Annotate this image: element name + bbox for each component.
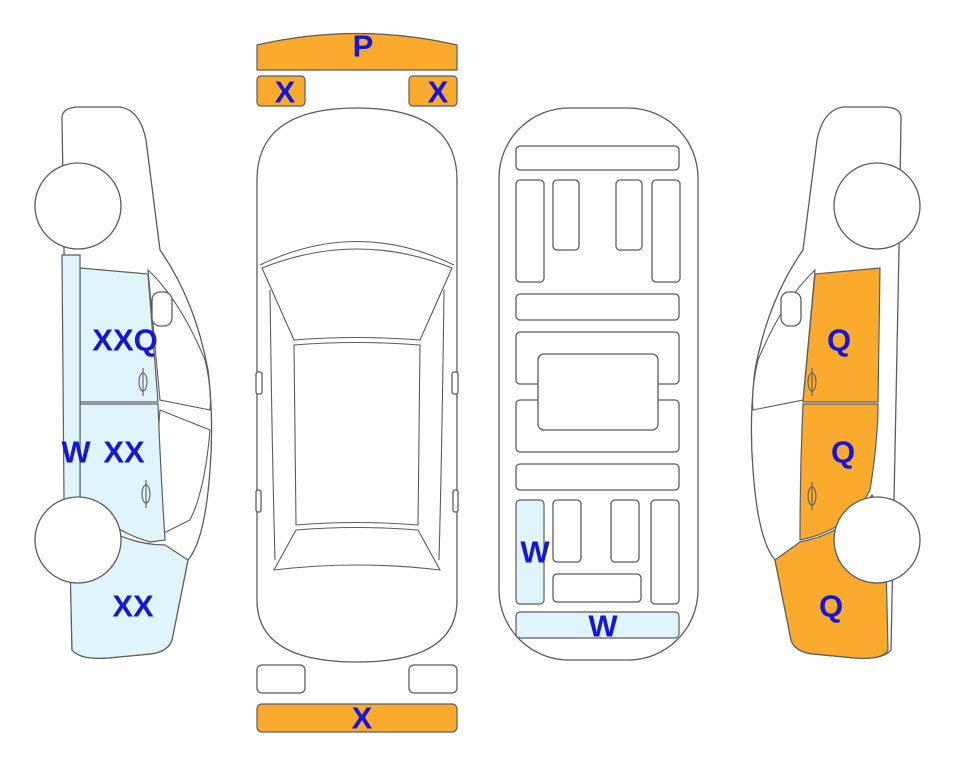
left-rear-handle-icon [141,480,151,508]
floor-front-slot-1 [552,179,580,251]
top-rear-window [273,526,441,571]
right-mirror [780,291,802,327]
left-pillar-label: W [61,435,91,470]
floor-rear-panel [515,611,680,639]
top-left-mirror [255,371,263,395]
left-mirror [151,291,173,327]
left-front-wheel [34,162,122,250]
right-rear-handle-icon [807,482,817,510]
floor-rear-cross [552,573,642,603]
left-rear-window-outline [149,409,211,541]
taillight-left [256,664,306,694]
floor-left-rail-panel [515,499,545,605]
right-side-view [750,106,921,659]
left-front-door-label: XXQ [92,323,157,358]
floor-front-slot-2 [615,179,643,251]
rear-bumper-label: X [352,701,373,736]
top-left-a-line [269,289,276,561]
floor-left-rail-label: W [520,535,550,570]
underbody-view [498,107,699,661]
top-hood-line [259,241,455,266]
floor-rear-slot-1 [552,499,582,563]
floor-rear-right-block [650,499,680,605]
right-rear-door-label: Q [831,435,855,470]
headlight-right-label: X [428,75,449,110]
floor-cross-rail-1 [515,293,680,321]
top-roof [293,341,421,526]
top-left-handle [255,489,262,513]
floor-front-rail [515,145,680,171]
right-window-outline [752,268,816,411]
floor-rear-panel-label: W [588,609,618,644]
headlight-right-panel [408,75,458,107]
taillight-right [408,664,458,694]
right-front-door-panel [802,267,881,403]
top-right-mirror [451,371,459,395]
rear-bumper-panel [256,703,458,733]
top-right-handle [452,489,459,513]
left-side-view [34,106,213,659]
right-front-door-label: Q [827,323,851,358]
floor-front-right-block [651,179,681,283]
right-rear-wheel [833,496,921,584]
floor-center-box [537,353,659,431]
top-windshield [261,248,453,341]
left-front-handle-icon [138,368,148,396]
front-bumper-label: P [353,29,374,64]
left-rear-door-label: XX [103,435,145,470]
right-front-wheel [833,162,921,250]
right-rear-quarter-label: Q [819,589,843,624]
left-rear-quarter-label: XX [112,589,154,624]
floor-rear-slot-2 [610,499,640,563]
right-front-handle-icon [807,368,817,396]
left-window-outline [147,268,211,411]
top-view [255,32,459,733]
floor-front-left-block [515,179,545,283]
headlight-left-panel [256,75,306,107]
top-body-outline [256,107,458,663]
floor-cross-rail-2 [515,463,680,491]
front-bumper-panel [256,32,458,71]
headlight-left-label: X [275,75,296,110]
top-right-a-line [438,289,445,561]
left-rear-wheel [34,496,122,584]
